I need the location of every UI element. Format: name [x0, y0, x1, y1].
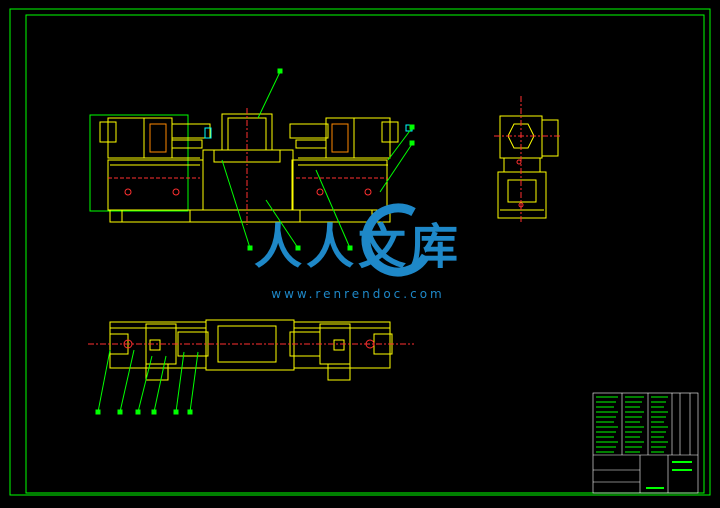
title-block-rows [596, 396, 692, 489]
title-block [592, 392, 699, 494]
front-view [89, 113, 413, 223]
outer-frame [9, 8, 711, 496]
front-view-holes [108, 108, 388, 225]
watermark: 人人文库 www.renrendoc.com [254, 203, 462, 301]
inner-frame [25, 14, 705, 494]
top-view [109, 319, 393, 381]
leader-lines [95, 68, 415, 415]
side-view-centerlines [494, 96, 560, 224]
watermark-title: 人人文库 [254, 219, 462, 275]
logo-c-icon [361, 203, 435, 277]
top-view-centerlines [88, 339, 414, 349]
watermark-url: www.renrendoc.com [271, 287, 444, 301]
side-view [497, 115, 559, 219]
